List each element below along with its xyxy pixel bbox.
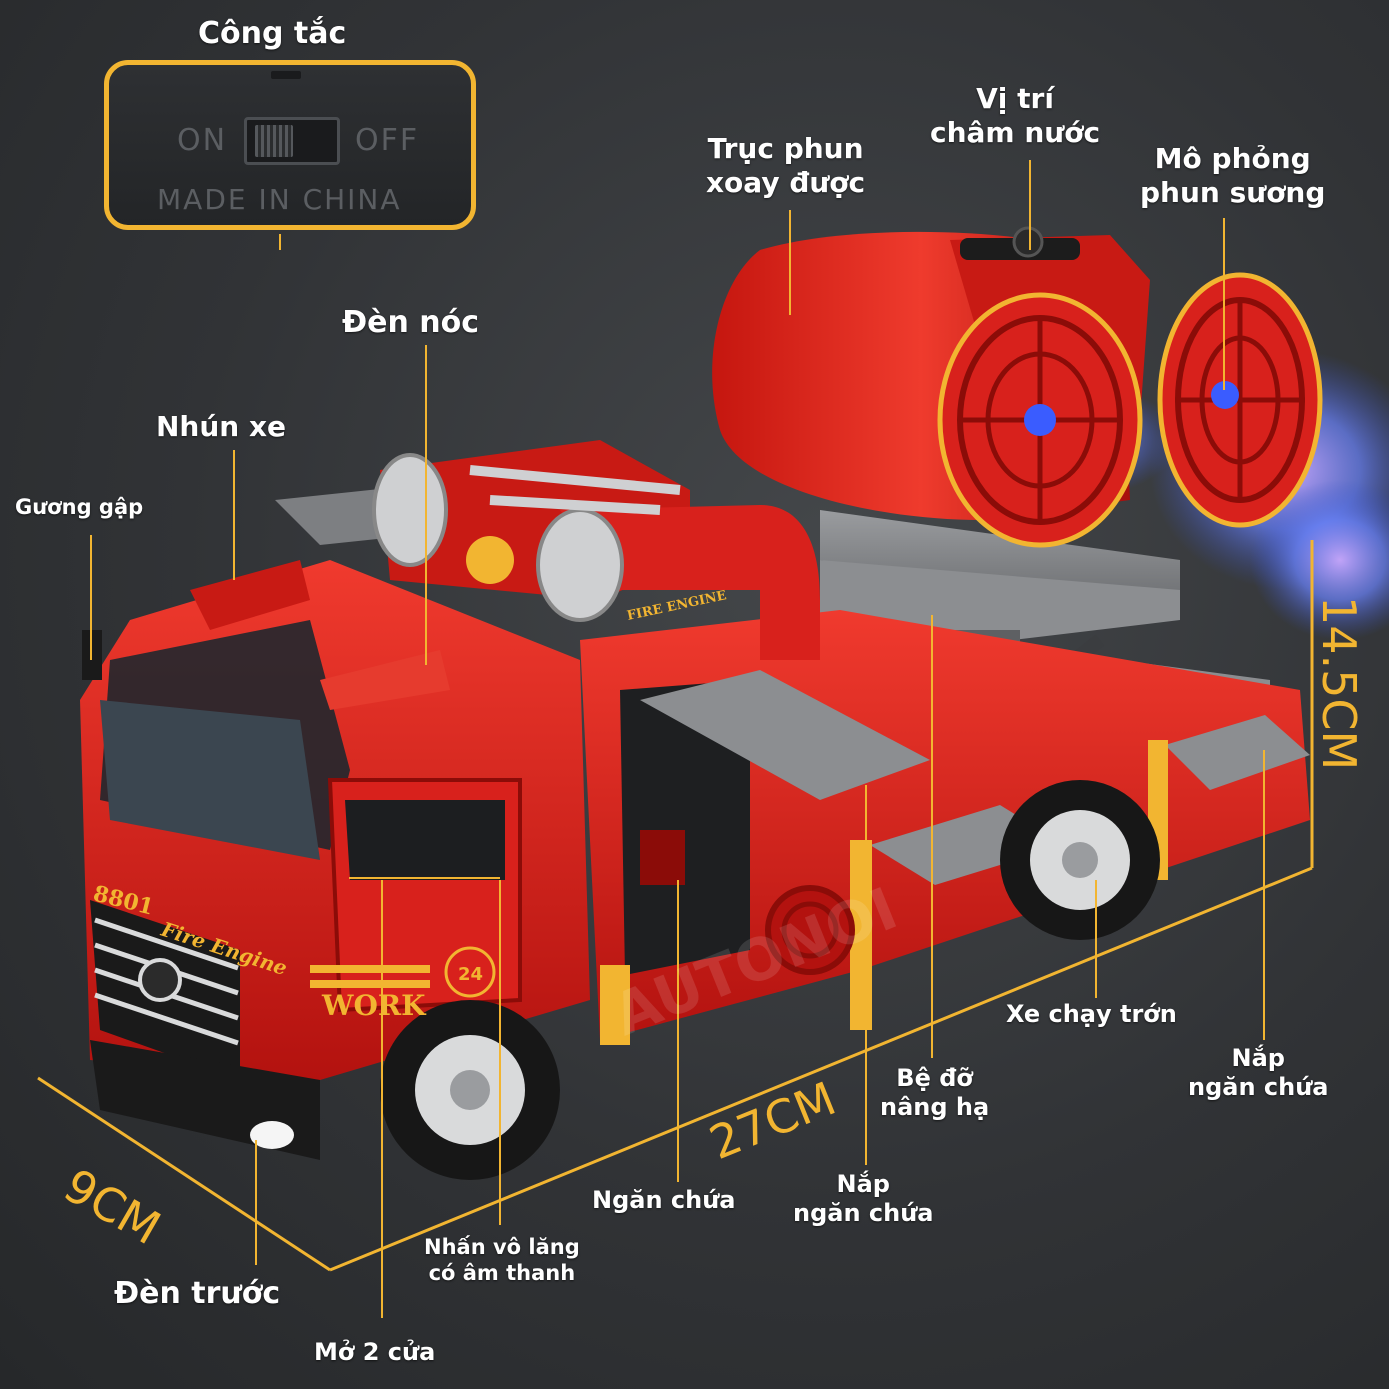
- phone-24-text: 24: [458, 964, 483, 985]
- switch-title: Công tắc: [198, 16, 347, 51]
- label-mist-line2: phun sương: [1140, 176, 1326, 210]
- label-horn: Nhấn vô lăng có âm thanh: [424, 1235, 580, 1286]
- label-headlight: Đèn trước: [114, 1276, 281, 1311]
- switch-on-label: ON: [177, 123, 228, 158]
- label-compartment-lid-mid-line2: ngăn chứa: [793, 1199, 934, 1228]
- label-rotating-spray-line1: Trục phun: [707, 132, 864, 165]
- label-compartment: Ngăn chứa: [592, 1186, 736, 1214]
- leader-lines: [90, 160, 1265, 1318]
- label-water-fill-line1: Vị trí: [976, 82, 1054, 115]
- dimension-height: 14.5CM: [1312, 596, 1366, 771]
- label-horn-line1: Nhấn vô lăng: [424, 1235, 580, 1259]
- switch-notch: [271, 71, 301, 79]
- label-roof-light: Đèn nóc: [342, 305, 480, 340]
- label-mist-line1: Mô phỏng: [1154, 142, 1311, 175]
- label-rotating-spray-line2: xoay được: [706, 166, 866, 200]
- dimension-lines: [37, 540, 1314, 1272]
- label-compartment-lid-right: Nắp ngăn chứa: [1188, 1044, 1329, 1103]
- label-smooth-wheels: Xe chạy trớn: [1006, 1000, 1177, 1028]
- work-text: WORK: [321, 989, 427, 1022]
- switch-off-label: OFF: [355, 123, 420, 158]
- label-mist: Mô phỏng phun sương: [1140, 142, 1325, 210]
- made-in-label: MADE IN CHINA: [157, 183, 402, 216]
- label-compartment-lid-mid: Nắp ngăn chứa: [793, 1170, 934, 1229]
- label-compartment-lid-right-line1: Nắp: [1231, 1044, 1285, 1072]
- label-lift-base-line1: Bệ đỡ: [896, 1064, 973, 1092]
- label-folding-mirror: Gương gập: [15, 495, 144, 519]
- switch-knob: [255, 125, 293, 157]
- label-suspension: Nhún xe: [156, 410, 287, 443]
- label-horn-line2: có âm thanh: [428, 1260, 576, 1285]
- water-cannon: [712, 226, 1323, 548]
- label-lift-base: Bệ đỡ nâng hạ: [880, 1064, 989, 1123]
- label-compartment-lid-right-line2: ngăn chứa: [1188, 1073, 1329, 1102]
- front-wheel: [380, 1000, 560, 1180]
- label-lift-base-line2: nâng hạ: [880, 1093, 990, 1122]
- truck-body: [580, 610, 1310, 1045]
- label-water-fill-line2: châm nước: [930, 116, 1101, 150]
- label-rotating-spray: Trục phun xoay được: [706, 132, 865, 200]
- label-water-fill: Vị trí châm nước: [930, 82, 1100, 150]
- switch-inset: ON OFF MADE IN CHINA: [104, 60, 476, 230]
- tank-fire-engine-text: FIRE ENGINE: [626, 588, 728, 624]
- label-compartment-lid-mid-line1: Nắp: [836, 1170, 890, 1198]
- rear-wheel: [1000, 780, 1160, 940]
- power-switch[interactable]: [244, 117, 340, 165]
- roof-unit: [372, 440, 820, 660]
- label-doors: Mở 2 cửa: [314, 1338, 436, 1366]
